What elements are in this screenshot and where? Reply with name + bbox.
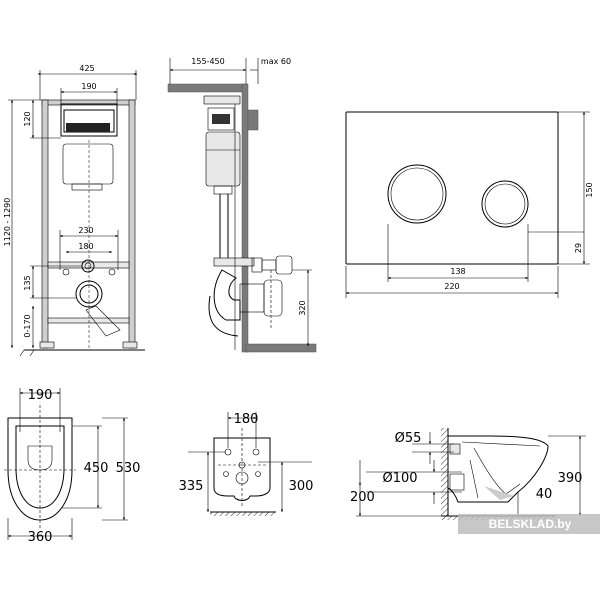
side-depth-range-label: 155-450 [191,57,224,66]
bowl-top-length-530-label: 530 [116,461,141,476]
bowl-side-height-200-label: 200 [350,490,375,505]
front-bolt-180-label: 180 [78,242,93,251]
bowl-side-dia-100-label: Ø100 [382,471,417,486]
front-floor-gap-label: 0-170 [23,314,32,337]
bowl-side-height-390-label: 390 [558,471,583,486]
front-panel-width-label: 190 [81,82,96,91]
installation-front-view: 425 190 1120 - 1290 120 135 0-170 230 18… [3,64,145,357]
flush-height-label: 150 [585,182,594,197]
flush-button-spacing-label: 138 [450,267,465,276]
front-height-135-label: 135 [23,275,32,290]
bowl-side-view: Ø55 Ø100 200 390 40 [350,428,586,520]
bowl-back-height-335-label: 335 [179,479,204,494]
bowl-back-height-300-label: 300 [289,479,314,494]
flush-width-label: 220 [444,282,459,291]
front-height-range-label: 1120 - 1290 [3,198,12,247]
bowl-back-bolt-180-label: 180 [234,412,259,427]
bowl-side-dia-55-label: Ø55 [395,431,422,446]
flush-button-offset-label: 29 [574,243,583,253]
bowl-side-offset-40-label: 40 [536,487,553,502]
bowl-top-width-360-label: 360 [28,530,53,545]
installation-side-view: 155-450 max 60 320 [167,57,317,353]
front-top-height-label: 120 [23,111,32,126]
bowl-back-view: 180 335 300 [179,412,314,516]
flush-plate-view: 138 220 150 29 [345,111,594,298]
bowl-top-view: 190 450 530 360 [4,388,140,545]
bowl-top-width-190-label: 190 [28,388,53,403]
side-outlet-height-label: 320 [298,300,307,315]
bowl-top-length-450-label: 450 [84,461,109,476]
watermark: BELSKLAD.by [489,517,572,531]
front-bolt-230-label: 230 [78,226,93,235]
front-width-label: 425 [79,64,94,73]
side-max-depth-label: max 60 [261,57,291,66]
